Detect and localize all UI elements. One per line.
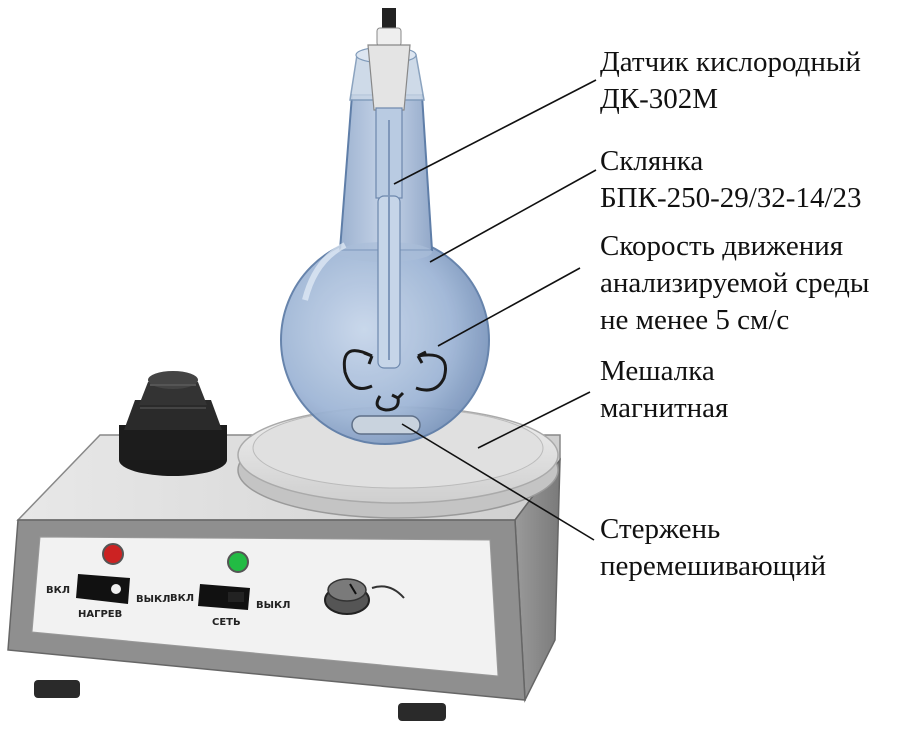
label-rod-line1: Стержень bbox=[600, 513, 721, 545]
label-rod: Стержень перемешивающий bbox=[600, 511, 826, 585]
stir-bar bbox=[351, 415, 421, 435]
leader-rod bbox=[401, 423, 595, 541]
heater-knob bbox=[119, 371, 227, 476]
label-speed-line2: анализируемой среды bbox=[600, 267, 870, 299]
label-stirrer: Мешалка магнитная bbox=[600, 353, 728, 427]
net-off-label: ВЫКЛ bbox=[256, 600, 290, 611]
stirring-plate bbox=[237, 406, 559, 519]
heat-on-label: ВКЛ bbox=[46, 585, 70, 596]
front-panel bbox=[31, 536, 499, 677]
leader-stirrer bbox=[477, 391, 591, 449]
speed-knob[interactable] bbox=[324, 578, 405, 615]
heat-off-label: ВЫКЛ bbox=[136, 594, 170, 605]
label-flask-line2: БПК-250-29/32-14/23 bbox=[600, 182, 862, 214]
leader-sensor bbox=[393, 79, 597, 185]
label-speed-line1: Скорость движения bbox=[600, 230, 844, 262]
heat-switch[interactable] bbox=[76, 574, 130, 604]
label-rod-line2: перемешивающий bbox=[600, 550, 827, 582]
heat-label: НАГРЕВ bbox=[78, 609, 122, 620]
panel-controls: ВКЛ ВЫКЛ НАГРЕВ ВКЛ ВЫКЛ СЕТЬ bbox=[46, 543, 405, 628]
heat-lamp bbox=[102, 543, 124, 565]
net-switch[interactable] bbox=[198, 584, 250, 610]
rotation-arrows bbox=[342, 349, 447, 412]
label-flask-line1: Склянка bbox=[600, 145, 704, 177]
net-on-label: ВКЛ bbox=[170, 593, 194, 604]
leader-flask bbox=[429, 169, 597, 263]
foot-left bbox=[34, 680, 80, 698]
net-label: СЕТЬ bbox=[212, 617, 241, 628]
oxygen-sensor bbox=[367, 8, 411, 369]
label-sensor-line1: Датчик кислородный bbox=[600, 46, 861, 78]
foot-right bbox=[398, 703, 446, 721]
label-speed-line3: не менее 5 см/с bbox=[600, 304, 790, 336]
label-flask: Склянка БПК-250-29/32-14/23 bbox=[600, 143, 862, 217]
label-stirrer-line2: магнитная bbox=[600, 392, 729, 424]
label-speed: Скорость движения анализируемой среды не… bbox=[600, 228, 869, 339]
label-stirrer-line1: Мешалка bbox=[600, 355, 715, 387]
leader-lines bbox=[393, 79, 597, 541]
leader-speed bbox=[437, 267, 581, 347]
label-sensor: Датчик кислородный ДК-302М bbox=[600, 44, 861, 118]
label-sensor-line2: ДК-302М bbox=[600, 83, 719, 115]
net-lamp bbox=[227, 551, 249, 573]
